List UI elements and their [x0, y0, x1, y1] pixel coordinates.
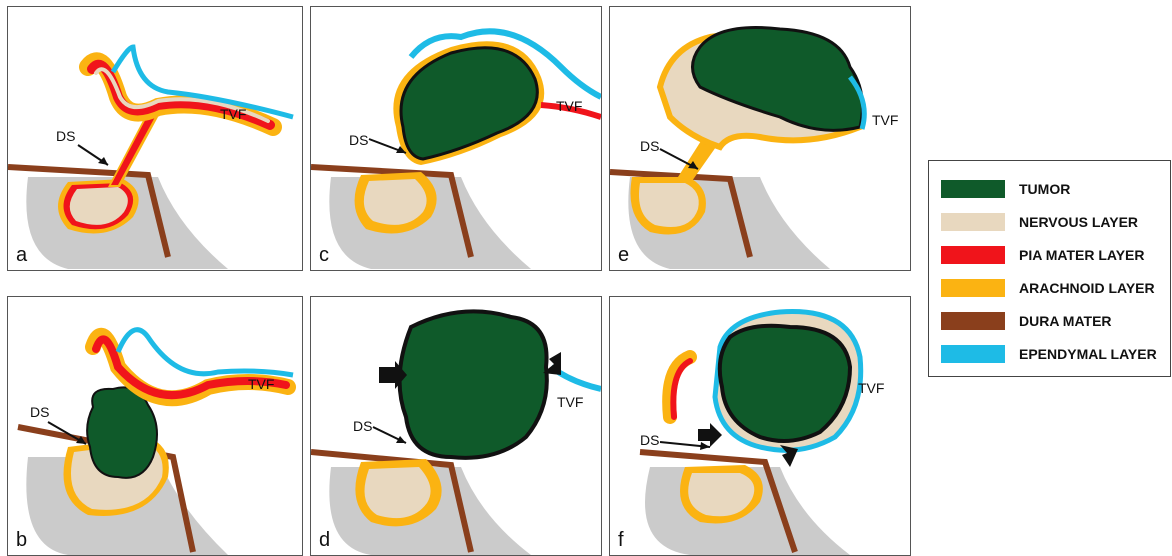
panel-e-drawing: DS TVF [610, 7, 911, 271]
panel-label: e [618, 244, 629, 267]
legend-item-nervous-layer: NERVOUS LAYER [941, 211, 1138, 233]
legend-item-tumor: TUMOR [941, 178, 1070, 200]
tumor [400, 311, 547, 457]
tvf-label: TVF [556, 98, 582, 114]
legend-label: NERVOUS LAYER [1019, 214, 1138, 230]
legend-label: TUMOR [1019, 181, 1070, 197]
panel-label: d [319, 529, 330, 552]
panel-e: DS TVF e [609, 6, 911, 271]
legend-item-ependymal: EPENDYMAL LAYER [941, 343, 1157, 365]
tvf-label: TVF [858, 380, 884, 396]
panel-a-drawing: DS TVF [8, 7, 303, 271]
panel-d: DS TVF d [310, 296, 602, 556]
panel-f-drawing: DS TVF [610, 297, 911, 556]
panel-label: f [618, 529, 624, 552]
tumor [87, 387, 157, 477]
legend-item-arachnoid: ARACHNOID LAYER [941, 277, 1155, 299]
legend-item-dura-mater: DURA MATER [941, 310, 1112, 332]
legend-swatch [941, 279, 1005, 297]
legend-label: EPENDYMAL LAYER [1019, 346, 1157, 362]
legend-swatch [941, 312, 1005, 330]
ds-label: DS [640, 138, 659, 154]
ds-label: DS [56, 128, 75, 144]
legend-label: ARACHNOID LAYER [1019, 280, 1155, 296]
panel-label: a [16, 244, 27, 267]
legend-item-pia-mater: PIA MATER LAYER [941, 244, 1145, 266]
panel-c: DS TVF c [310, 6, 602, 271]
tvf-label: TVF [220, 106, 246, 122]
ds-label: DS [353, 418, 372, 434]
tvf-label: TVF [872, 112, 898, 128]
legend-label: PIA MATER LAYER [1019, 247, 1145, 263]
ds-label: DS [640, 432, 659, 448]
panel-d-drawing: DS TVF [311, 297, 602, 556]
panel-c-drawing: DS TVF [311, 7, 602, 271]
legend-swatch [941, 213, 1005, 231]
panel-f: DS TVF f [609, 296, 911, 556]
legend-label: DURA MATER [1019, 313, 1112, 329]
ependymal-line [118, 330, 293, 375]
legend-swatch [941, 345, 1005, 363]
legend-swatch [941, 246, 1005, 264]
panel-label: b [16, 529, 27, 552]
panel-a: DS TVF a [7, 6, 303, 271]
legend-swatch [941, 180, 1005, 198]
legend: TUMOR NERVOUS LAYER PIA MATER LAYER ARAC… [928, 160, 1171, 377]
panel-label: c [319, 244, 329, 267]
panel-b: DS TVF b [7, 296, 303, 556]
tvf-label: TVF [248, 376, 274, 392]
panel-b-drawing: DS TVF [8, 297, 303, 556]
ds-label: DS [349, 132, 368, 148]
tvf-label: TVF [557, 394, 583, 410]
tumor [720, 326, 850, 441]
ds-label: DS [30, 404, 49, 420]
